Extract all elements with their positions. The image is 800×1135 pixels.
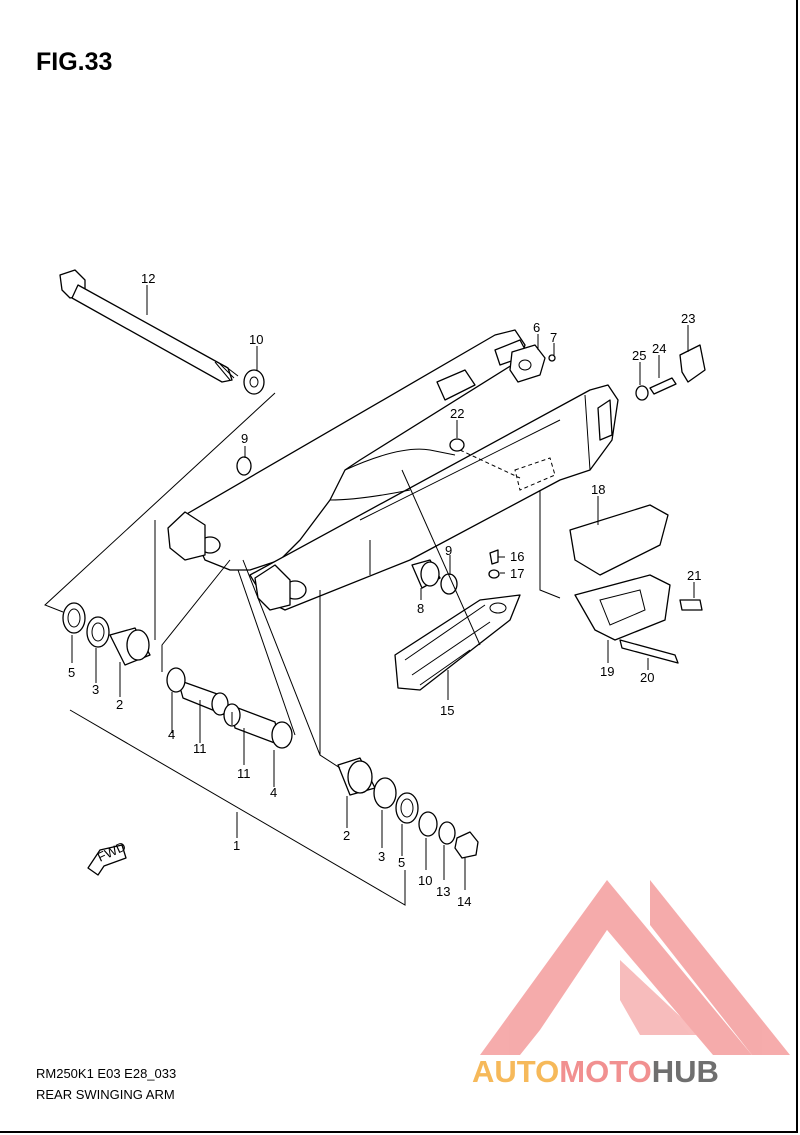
dust-seal-right: [395, 792, 419, 824]
watermark-hub: HUB: [651, 1054, 719, 1089]
callout-24: 24: [652, 341, 666, 356]
figure-title: FIG.33: [36, 48, 113, 76]
nut-right: [454, 831, 479, 859]
thrust-washer-right: [373, 777, 397, 809]
plate: [509, 344, 546, 383]
washer: [243, 369, 265, 395]
guide-bolt-short: [679, 599, 703, 611]
callout-7: 7: [550, 330, 557, 345]
callout-11: 11: [193, 741, 207, 756]
guide-bolt-long: [619, 639, 679, 664]
chain-buffer: [394, 594, 521, 691]
dust-seal: [236, 456, 252, 476]
washer-right: [418, 811, 438, 837]
watermark-moto: MOTO: [559, 1054, 652, 1089]
callout-11b: 11: [237, 766, 251, 781]
callout-6: 6: [533, 320, 540, 335]
callout-9b: 9: [445, 543, 452, 558]
model-code: RM250K1 E03 E28_033: [36, 1066, 177, 1081]
adjuster-bolt: [649, 377, 677, 395]
callout-20: 20: [640, 670, 654, 685]
bolt: [489, 549, 499, 565]
callout-19: 19: [600, 664, 614, 679]
nut: [449, 438, 465, 452]
callout-2: 2: [116, 697, 123, 712]
watermark-logo-icon: [480, 880, 790, 1055]
callout-13: 13: [436, 884, 450, 899]
figure-caption: REAR SWINGING ARM: [36, 1087, 175, 1102]
pivot-shaft: [59, 269, 239, 383]
callout-25: 25: [632, 348, 646, 363]
callout-18: 18: [591, 482, 605, 497]
washer-small: [488, 569, 500, 579]
fwd-arrow-icon: FWD: [87, 839, 128, 876]
callout-3b: 3: [378, 849, 385, 864]
dust-seal-2: [440, 573, 458, 595]
assembly-lines: [44, 392, 561, 906]
callout-17: 17: [510, 566, 524, 581]
callout-22: 22: [450, 406, 464, 421]
swing-arm-body: [167, 329, 619, 611]
callout-5: 5: [68, 665, 75, 680]
callout-21: 21: [687, 568, 701, 583]
callout-4: 4: [168, 727, 175, 742]
watermark-auto: AUTO: [472, 1054, 560, 1089]
callout-15: 15: [440, 703, 454, 718]
screw: [548, 354, 556, 362]
chain-adjuster-block: [679, 344, 706, 383]
washer-right-2: [438, 821, 456, 845]
callout-14: 14: [457, 894, 471, 909]
callout-3: 3: [92, 682, 99, 697]
watermark-text: AUTOMOTOHUB: [472, 1054, 719, 1090]
callout-23: 23: [681, 311, 695, 326]
callout-9: 9: [241, 431, 248, 446]
callout-1: 1: [233, 838, 240, 853]
callout-10: 10: [249, 332, 263, 347]
thrust-washer-left: [86, 616, 110, 648]
adjuster-nut: [635, 385, 649, 401]
callout-labels: 12 10 6 7 23 25 24 22 9 18 9 16 17 21 8 …: [68, 271, 701, 909]
reference-dashed-box: [514, 457, 556, 491]
callout-2b: 2: [343, 828, 350, 843]
chain-guide: [569, 504, 671, 641]
callout-4b: 4: [270, 785, 277, 800]
dust-seal-left: [62, 602, 86, 634]
callout-5b: 5: [398, 855, 405, 870]
callout-16: 16: [510, 549, 524, 564]
callout-8: 8: [417, 601, 424, 616]
callout-leaders: [71, 285, 695, 890]
callout-12: 12: [141, 271, 155, 286]
callout-10b: 10: [418, 873, 432, 888]
